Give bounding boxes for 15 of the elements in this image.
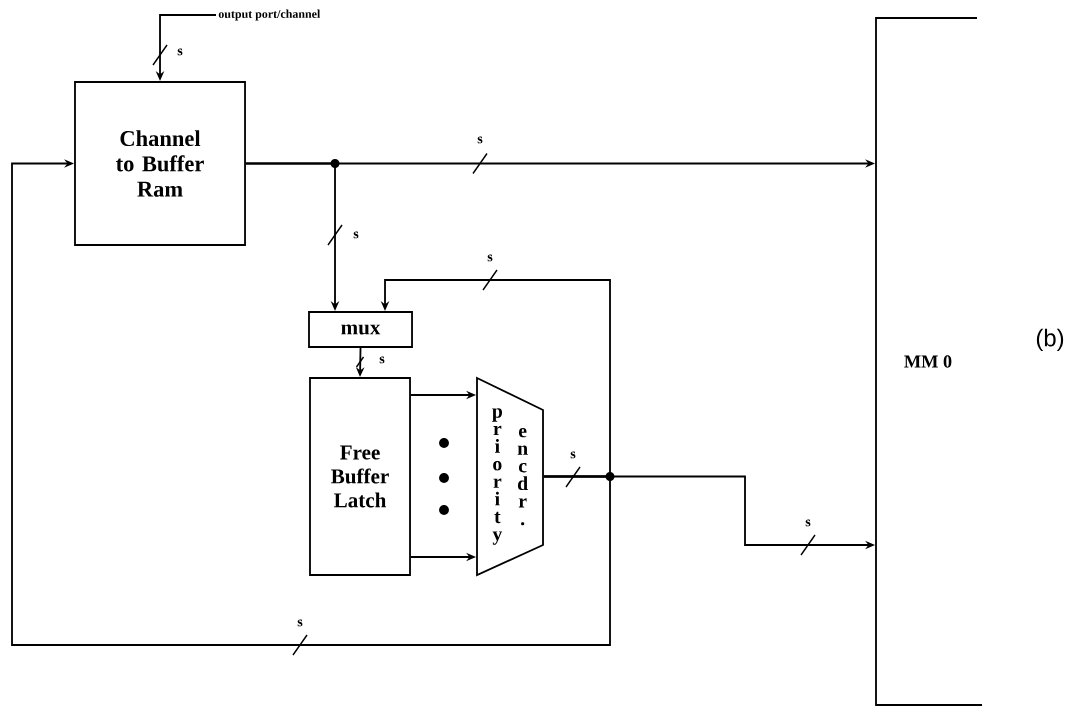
edge-label: s bbox=[475, 135, 485, 145]
edge-label: s bbox=[295, 618, 305, 628]
edge-label: s bbox=[351, 230, 361, 240]
memory-module: MM 0 bbox=[875, 17, 983, 706]
edge-label: s bbox=[485, 253, 495, 263]
text-label: s bbox=[570, 451, 576, 459]
arrow bbox=[11, 159, 611, 646]
port-label: output port/channel bbox=[218, 9, 321, 21]
mux-box: mux bbox=[308, 311, 413, 348]
text-label: (b) bbox=[1036, 328, 1064, 352]
process-box: Channel to Buffer Ram bbox=[74, 81, 246, 246]
edge-label: s bbox=[377, 355, 387, 365]
edge-label: s bbox=[803, 518, 813, 528]
latch-box: Free Buffer Latch bbox=[309, 377, 411, 576]
edge-label: s bbox=[175, 47, 185, 57]
